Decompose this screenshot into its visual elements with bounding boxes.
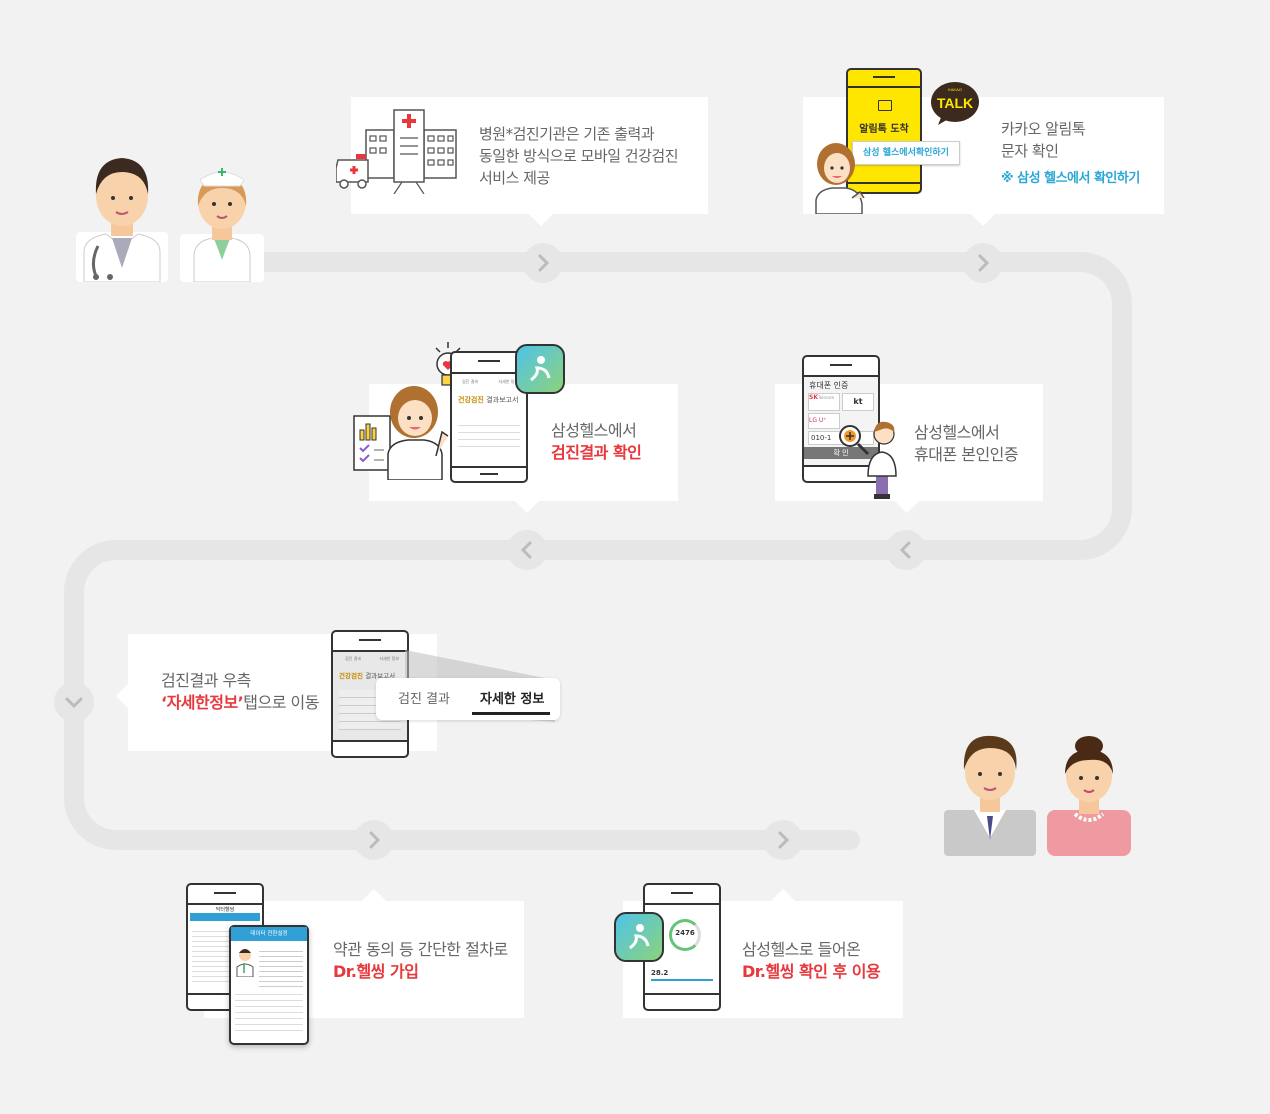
detail-tabs: 검진 결과 자세한 정보 [376,678,560,720]
report-title: 건강검진 [458,396,484,404]
svg-text:KAKAO: KAKAO [948,87,962,92]
hospital-icon [335,108,460,195]
step-2-line-2: 문자 확인 [1001,142,1059,160]
kakao-talk-icon: KAKAO TALK [930,81,980,127]
chevron-right-icon [523,243,563,283]
step-5-line-2: 탭으로 이동 [243,693,319,712]
tab-detail-info[interactable]: 자세한 정보 [480,692,545,707]
man-magnifier-icon [838,418,898,500]
step-4-line-2: 휴대폰 본인인증 [914,445,1019,464]
steps-count: 2476 [675,929,695,937]
woman-icon [380,386,450,481]
kakao-check-button[interactable]: 삼성 헬스에서확인하기 [852,141,960,165]
step-2-line-1: 카카오 알림톡 [1001,120,1086,138]
step-3-line-2: 검진결과 확인 [551,443,642,462]
step-2-note: ※ 삼성 헬스에서 확인하기 [1001,171,1140,186]
clipboard-icon [348,412,392,472]
tab-exam-results[interactable]: 검진 결과 [398,692,450,707]
step-1-line-1: 병원*검진기관은 기존 출력과 [479,125,655,143]
step-7-line-2: Dr.헬씽 확인 후 이용 [742,962,881,981]
chevron-left-icon [507,530,547,570]
doctor-avatar-icon [235,947,255,978]
nurse-icon [180,160,264,283]
samsung-health-icon [515,344,565,394]
businessman-icon [944,728,1036,856]
chevron-right-icon [354,820,394,860]
chevron-down-icon [54,682,94,722]
samsung-health-icon [614,912,664,962]
step-5-highlight: ‘자세한정보’ [161,693,244,712]
ambulance-icon [335,154,369,189]
auth-phone: 휴대폰 인증 SKTelecom kt LG U⁺ 010-1 확 인 [802,355,880,483]
stat-value: 28.2 [651,969,669,977]
step-5-line-1: 검진결과 우측 [161,671,251,690]
chevron-left-icon [886,530,926,570]
step-7-line-1: 삼성헬스로 들어온 [742,940,861,959]
kakao-phone: 알림톡 도착 [846,68,922,194]
step-4-line-1: 삼성헬스에서 [914,423,1000,442]
chevron-right-icon [963,243,1003,283]
step-6-line-2: Dr.헬씽 가입 [333,962,419,981]
report-phone: 검진 결과 자세한 정보 건강검진 결과보고서 [450,351,528,483]
auth-confirm-button[interactable]: 확 인 [804,447,878,459]
step-1-line-2: 동일한 방식으로 모바일 건강검진 [479,147,679,165]
kakao-phone-title: 알림톡 도착 [859,124,909,135]
envelope-icon [878,100,892,111]
step-1-line-3: 서비스 제공 [479,169,550,187]
signup-phone-back: 닥터헬씽 [186,883,264,1011]
auth-phone-title: 휴대폰 인증 [809,381,849,390]
doctor-icon [76,150,168,283]
step-6-line-1: 약관 동의 등 간단한 절차로 [333,940,508,959]
woman-icon [806,142,868,215]
svg-text:TALK: TALK [937,95,973,111]
businesswoman-icon [1047,734,1131,856]
chevron-right-icon [763,820,803,860]
signup-phone-front: 데이터 전환설정 [229,925,309,1045]
step-3-line-1: 삼성헬스에서 [551,421,637,440]
